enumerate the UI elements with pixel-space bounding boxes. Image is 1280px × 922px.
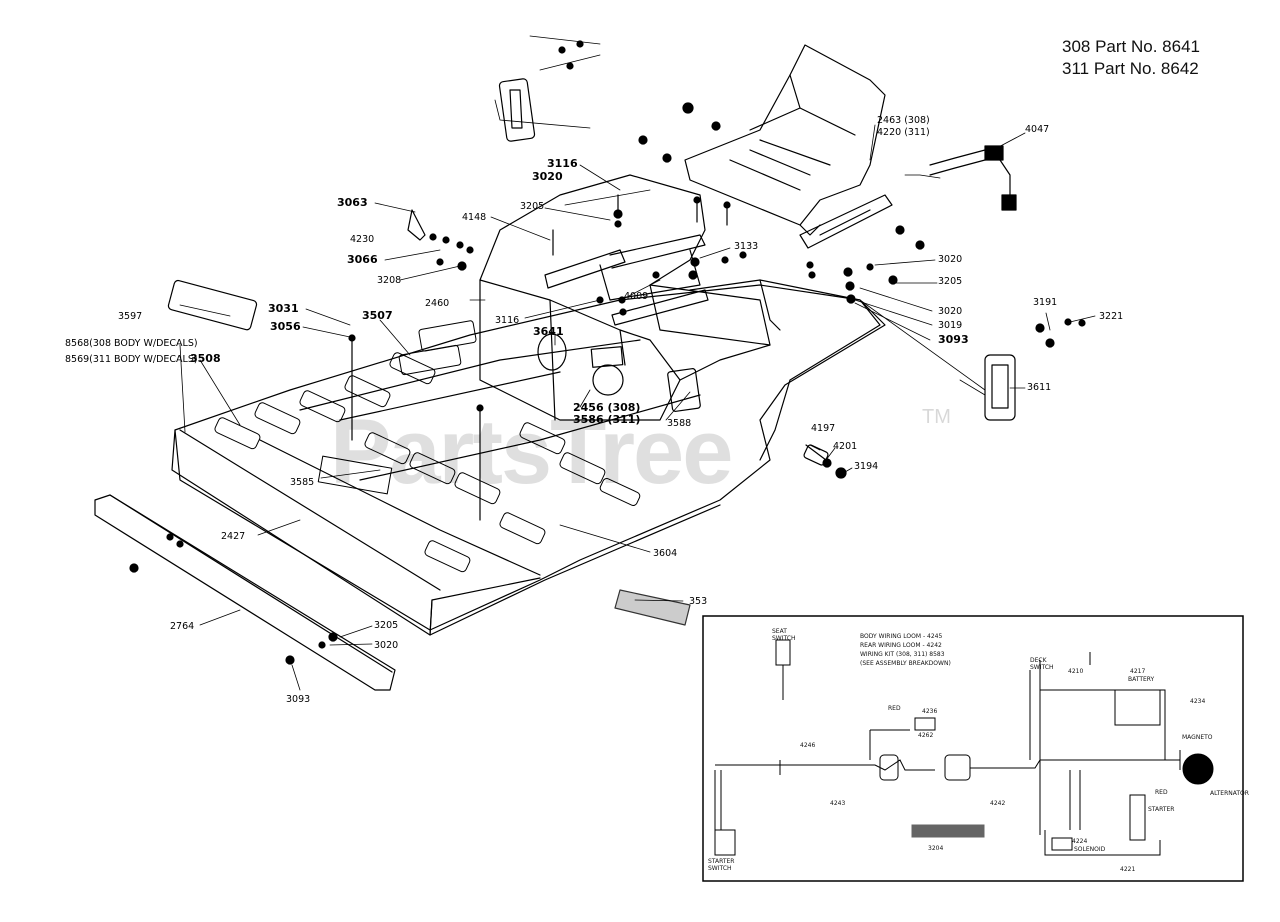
wiring-note-body-loom: BODY WIRING LOOM - 4245 bbox=[860, 633, 943, 640]
callout-3205: 3205 bbox=[520, 201, 545, 212]
callout-3205-right: 3205 bbox=[938, 276, 963, 287]
seat bbox=[684, 44, 886, 236]
callout-3597: 3597 bbox=[118, 311, 143, 322]
wiring-4234: 4234 bbox=[1190, 698, 1206, 705]
callout-3031: 3031 bbox=[268, 302, 299, 315]
wiring-4246: 4246 bbox=[800, 742, 816, 749]
wiring-battery: BATTERY bbox=[1128, 676, 1155, 683]
callout-4047: 4047 bbox=[1025, 124, 1050, 135]
wiring-inset bbox=[702, 615, 1244, 882]
callout-3507: 3507 bbox=[362, 309, 393, 322]
callout-4009: 4009 bbox=[624, 291, 649, 302]
callout-8568: 8568(308 BODY W/DECALS) bbox=[65, 338, 198, 349]
callout-3588: 3588 bbox=[667, 418, 692, 429]
callout-3116: 3116 bbox=[547, 157, 578, 170]
part-number-308: 308 Part No. 8641 bbox=[1062, 37, 1200, 56]
bolts bbox=[351, 194, 827, 521]
floor-decals bbox=[214, 320, 641, 573]
callout-3221: 3221 bbox=[1099, 311, 1124, 322]
wiring-solenoid-no: 4224 bbox=[1072, 838, 1088, 845]
front-panel bbox=[479, 174, 771, 421]
callout-353: 353 bbox=[689, 596, 708, 607]
callout-2460: 2460 bbox=[425, 298, 450, 309]
wiring-solenoid: SOLENOID bbox=[1074, 846, 1106, 853]
callout-3066: 3066 bbox=[347, 253, 378, 266]
hinge-top-left bbox=[498, 78, 536, 142]
callout-4201: 4201 bbox=[833, 441, 858, 452]
callout-3020-bumper: 3020 bbox=[374, 640, 399, 651]
callout-3056: 3056 bbox=[270, 320, 301, 333]
wiring-alternator: ALTERNATOR bbox=[1210, 790, 1249, 797]
wiring-4242: 4242 bbox=[990, 800, 1006, 807]
callout-3191: 3191 bbox=[1033, 297, 1058, 308]
wiring-note-kit: WIRING KIT (308, 311) 8583 bbox=[860, 651, 945, 658]
wiring-starter-switch: STARTER SWITCH bbox=[708, 858, 735, 872]
callout-3611: 3611 bbox=[1027, 382, 1052, 393]
callout-2427: 2427 bbox=[221, 531, 246, 542]
callout-3205-bumper: 3205 bbox=[374, 620, 399, 631]
leader-lines bbox=[179, 35, 1096, 691]
callout-3019: 3019 bbox=[938, 320, 963, 331]
switch-4197 bbox=[803, 444, 829, 466]
cable-4047 bbox=[929, 145, 1017, 211]
wiring-magneto: MAGNETO bbox=[1182, 734, 1213, 741]
watermark-trademark: TM bbox=[922, 406, 951, 428]
callout-3194: 3194 bbox=[854, 461, 879, 472]
callout-3641: 3641 bbox=[533, 325, 564, 338]
callout-3020-right: 3020 bbox=[938, 254, 963, 265]
wiring-4221: 4221 bbox=[1120, 866, 1136, 873]
wiring-red-2: RED bbox=[1155, 789, 1168, 796]
wiring-4243: 4243 bbox=[830, 800, 846, 807]
hardware bbox=[129, 40, 1086, 665]
callout-3586: 3586 (311) bbox=[573, 413, 641, 426]
wiring-deck-switch: DECK SWITCH bbox=[1030, 657, 1054, 671]
wiring-starter: STARTER bbox=[1148, 806, 1175, 813]
callout-4148: 4148 bbox=[462, 212, 487, 223]
callout-4230: 4230 bbox=[350, 234, 375, 245]
wiring-red-1: RED bbox=[888, 705, 901, 712]
callout-3020-right-2: 3020 bbox=[938, 306, 963, 317]
part-number-311: 311 Part No. 8642 bbox=[1062, 59, 1199, 78]
wiring-4262: 4262 bbox=[918, 732, 934, 739]
foot-plate bbox=[167, 279, 258, 331]
seat-rail bbox=[799, 194, 893, 249]
callout-3116-lower: 3116 bbox=[495, 315, 520, 326]
callout-2764: 2764 bbox=[170, 621, 195, 632]
callout-3063: 3063 bbox=[337, 196, 368, 209]
wiring-note-see-breakdown: (SEE ASSEMBLY BREAKDOWN) bbox=[860, 660, 951, 667]
callout-3508: 3508 bbox=[190, 352, 221, 365]
callout-2463: 2463 (308) bbox=[877, 115, 930, 126]
callout-3604: 3604 bbox=[653, 548, 678, 559]
callout-3208: 3208 bbox=[377, 275, 402, 286]
wiring-4210: 4210 bbox=[1068, 668, 1084, 675]
callout-3093-right: 3093 bbox=[938, 333, 969, 346]
callout-4197: 4197 bbox=[811, 423, 836, 434]
wiring-3204: 3204 bbox=[928, 845, 944, 852]
body-pan bbox=[171, 284, 886, 636]
callout-2456: 2456 (308) bbox=[573, 401, 641, 414]
watermark: PartsTree bbox=[330, 401, 733, 503]
rear-fender bbox=[689, 279, 881, 461]
callout-3585: 3585 bbox=[290, 477, 315, 488]
callout-4220: 4220 (311) bbox=[877, 127, 930, 138]
wiring-seat-switch: SEAT SWITCH bbox=[772, 628, 796, 642]
wiring-4236: 4236 bbox=[922, 708, 938, 715]
callout-3133: 3133 bbox=[734, 241, 759, 252]
wiring-note-rear-loom: REAR WIRING LOOM - 4242 bbox=[860, 642, 942, 649]
callout-3020: 3020 bbox=[532, 170, 563, 183]
callout-3093-bumper: 3093 bbox=[286, 694, 311, 705]
hinge-right bbox=[984, 354, 1016, 421]
callout-8569: 8569(311 BODY W/DECALS) bbox=[65, 354, 198, 365]
decal-353 bbox=[614, 589, 691, 626]
bumper-bar bbox=[94, 494, 396, 691]
seat-bracket bbox=[544, 234, 709, 326]
wiring-battery-no: 4217 bbox=[1130, 668, 1146, 675]
